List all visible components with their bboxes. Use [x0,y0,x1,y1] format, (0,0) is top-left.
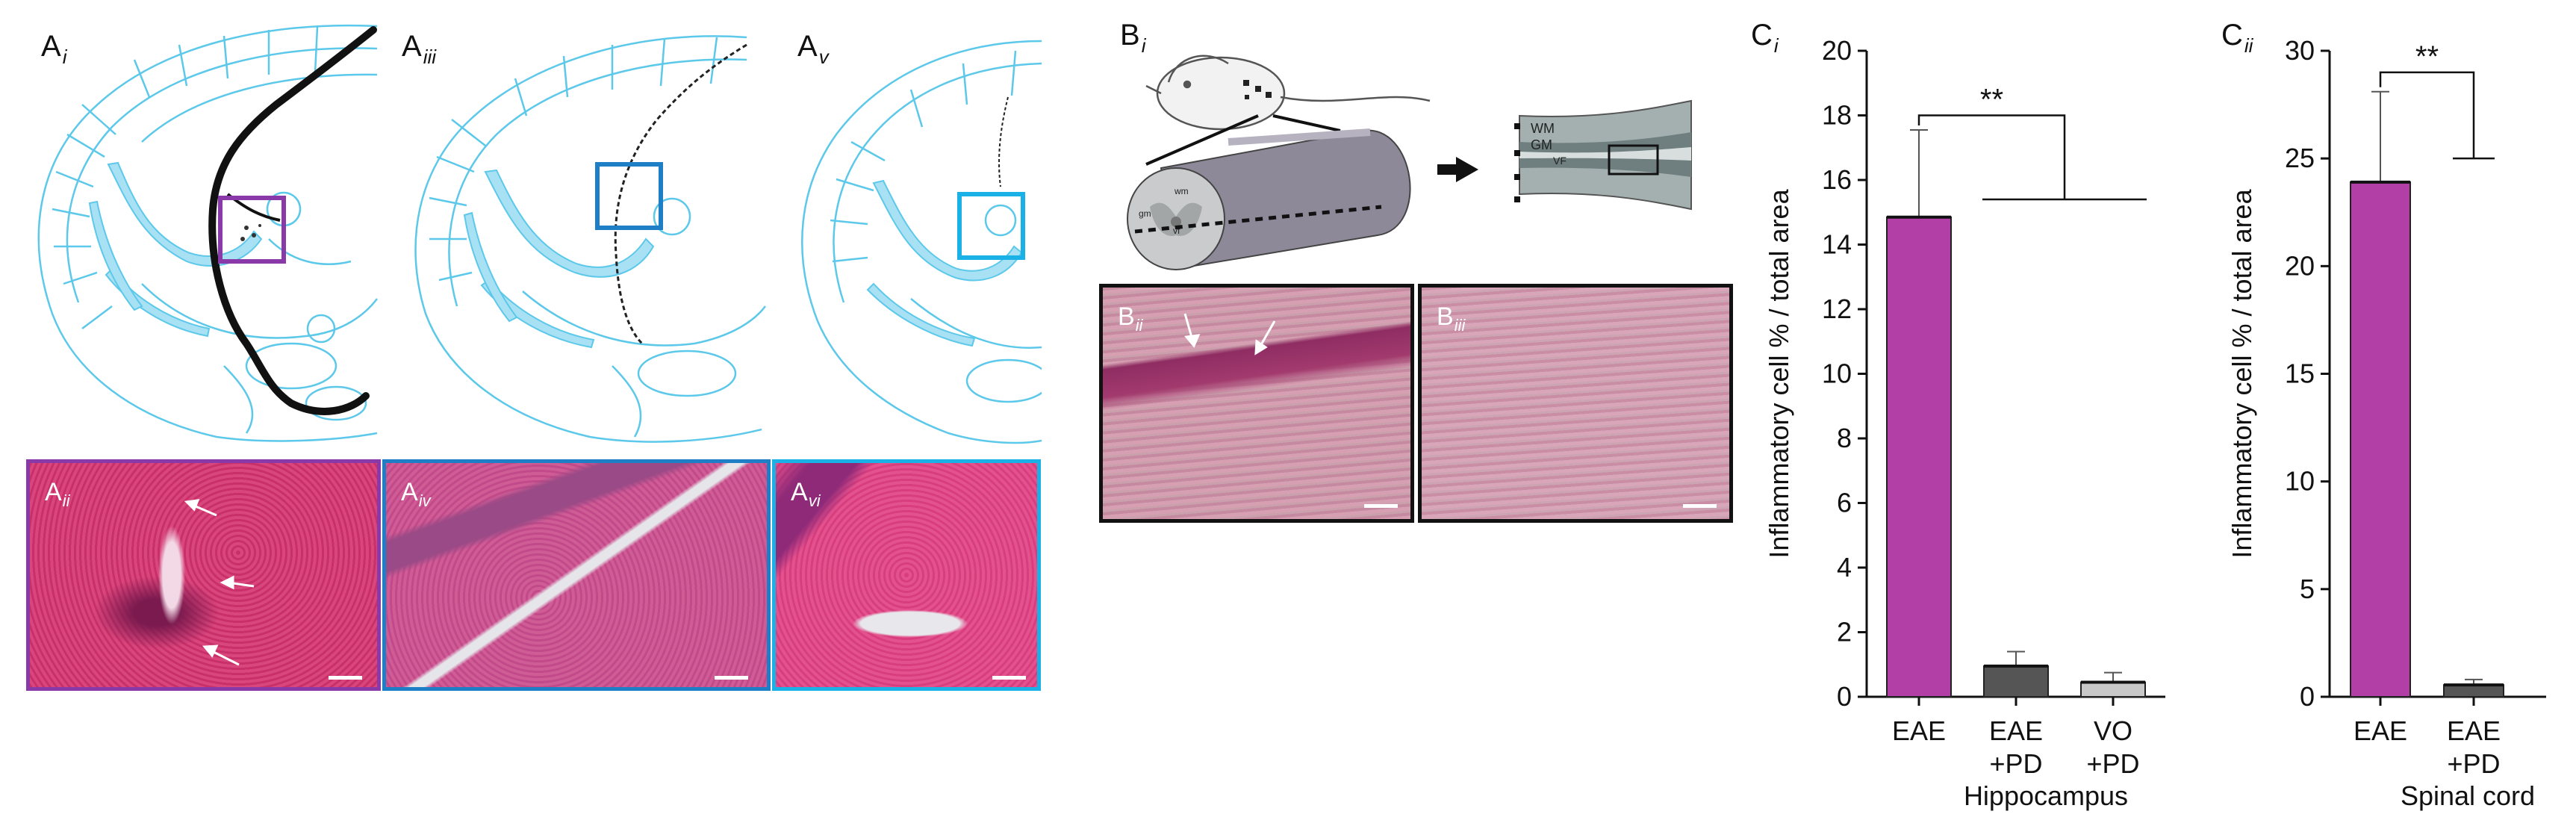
scale-bar [715,676,748,680]
x-tick-label: +PD [1989,748,2042,779]
x-axis-label: Hippocampus [1964,780,2128,811]
label-vf: VF [1553,155,1567,167]
y-tick-label: 20 [2285,250,2315,281]
significance-label: ** [1980,84,2003,117]
atlas-section-av [801,40,1042,444]
right-arrow-icon [1437,157,1478,182]
y-tick-label: 8 [1837,423,1852,453]
x-tick-label: EAE [1989,715,2043,746]
y-tick-label: 0 [2300,681,2315,712]
y-tick-label: 14 [1822,229,1852,260]
histology-image-avi: Avi [772,459,1041,691]
panel-label-aiii: Aiii [402,30,437,68]
y-tick-label: 2 [1837,617,1852,647]
scale-bar [1683,504,1717,508]
arrow-icons [184,499,255,666]
histology-image-aiv: Aiv [382,459,771,691]
x-tick-label: EAE [2353,715,2407,746]
y-tick-label: 0 [1837,681,1852,712]
panel-label-ci: Ci [1751,19,1779,57]
y-axis-label: Inflammatory cell % / total area [2227,188,2257,558]
y-tick-label: 6 [1837,488,1852,518]
y-tick-label: 10 [2285,466,2315,497]
x-tick-label: EAE [1892,715,1946,746]
bar [1983,665,2049,698]
scale-bar [992,676,1026,680]
y-tick-label: 20 [1822,35,1852,66]
panel-label-bi: Bi [1120,19,1146,57]
mouse-icon [1145,55,1431,131]
histology-image-bii: Bii [1099,284,1414,523]
inset-label-bii: Bii [1118,302,1143,335]
histology-image-aii: Aii [26,459,381,691]
bar [2443,684,2504,698]
significance-label: ** [2415,40,2439,73]
panel-label-cii: Cii [2221,19,2253,57]
inset-label-biii: Biii [1437,302,1466,335]
y-tick-label: 5 [2300,574,2315,604]
label-wm: WM [1531,121,1555,136]
label-wm-small: wm [1174,186,1189,196]
spinal-cord-diagram: wm gm vf WM GM VF [1127,55,1692,270]
y-tick-label: 25 [2285,143,2315,173]
x-tick-label: EAE [2447,715,2501,746]
label-vf-small: vf [1173,226,1180,236]
x-tick-label: VO [2094,715,2132,746]
y-tick-label: 10 [1822,358,1852,389]
bar-chart-hippocampus: Inflammatory cell % / total area 0 2 4 6 8 10 1… [1764,35,2165,811]
bar [1886,216,1952,698]
x-tick-label: +PD [2086,748,2139,779]
y-tick-label: 16 [1822,164,1852,195]
bar-chart-spinal-cord: Inflammatory cell % / total area 0 5 10 15 20… [2227,35,2546,811]
inset-label-aiv: Aiv [401,478,431,510]
atlas-section-aiii [414,35,766,443]
bar [2350,181,2411,698]
y-axis-label: Inflammatory cell % / total area [1764,188,1794,558]
inset-label-avi: Avi [791,478,821,510]
inset-label-aii: Aii [45,478,70,510]
y-tick-label: 4 [1837,552,1852,583]
bar [2080,681,2146,698]
y-tick-label: 15 [2285,358,2315,389]
cylinder-icon: wm gm vf [1127,128,1411,270]
panel-label-ai: Ai [41,30,67,68]
label-gm: GM [1531,137,1552,152]
x-tick-label: +PD [2447,748,2500,779]
atlas-section-ai [37,24,378,442]
scale-bar [1364,504,1398,508]
histology-image-biii: Biii [1418,284,1733,523]
longitudinal-section-icon: WM GM VF [1514,99,1692,211]
significance-bracket [1917,114,2066,199]
arrow-icons [1183,313,1276,355]
y-tick-label: 18 [1822,100,1852,131]
scale-bar [329,676,362,680]
panel-label-av: Av [797,30,829,68]
x-axis-label: Spinal cord [2401,780,2535,811]
label-gm-small: gm [1139,208,1151,219]
significance-bracket [2379,71,2475,159]
y-tick-label: 30 [2285,35,2315,66]
y-tick-label: 12 [1822,294,1852,324]
